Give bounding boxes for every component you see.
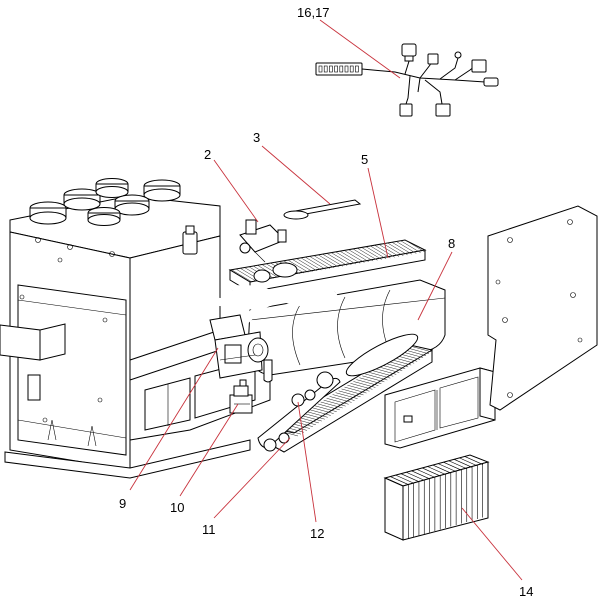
leader-12 (297, 401, 317, 523)
actuator (229, 379, 253, 414)
heater-core (228, 239, 427, 293)
leader-lines (129, 19, 523, 581)
housing (0, 178, 251, 479)
leader-14 (461, 507, 523, 581)
blower-assembly (209, 314, 269, 379)
leader-5 (367, 167, 389, 259)
wiring-harness (315, 43, 499, 117)
leader-9 (129, 347, 219, 491)
leader-2 (213, 159, 259, 223)
filter-holder (384, 367, 496, 449)
control-valve (239, 219, 287, 263)
leader-16-17 (319, 19, 401, 79)
callout-3: 3 (253, 130, 260, 145)
callout-labels: 16,17 2 3 5 8 9 10 11 12 14 (119, 5, 533, 599)
callout-14: 14 (519, 584, 533, 599)
callout-5: 5 (361, 152, 368, 167)
leader-8 (417, 251, 453, 321)
side-cover (487, 205, 598, 411)
callout-2: 2 (204, 147, 211, 162)
callout-9: 9 (119, 496, 126, 511)
callout-8: 8 (448, 236, 455, 251)
leader-3 (261, 145, 331, 205)
callout-16-17: 16,17 (297, 5, 330, 20)
control-rod (283, 199, 362, 220)
callout-10: 10 (170, 500, 184, 515)
air-filter (383, 454, 490, 541)
leader-10 (179, 403, 239, 497)
callout-12: 12 (310, 526, 324, 541)
callout-11: 11 (202, 522, 216, 537)
leader-11 (213, 437, 291, 519)
evaporator-core (257, 333, 434, 453)
duct-outlets (29, 178, 181, 226)
